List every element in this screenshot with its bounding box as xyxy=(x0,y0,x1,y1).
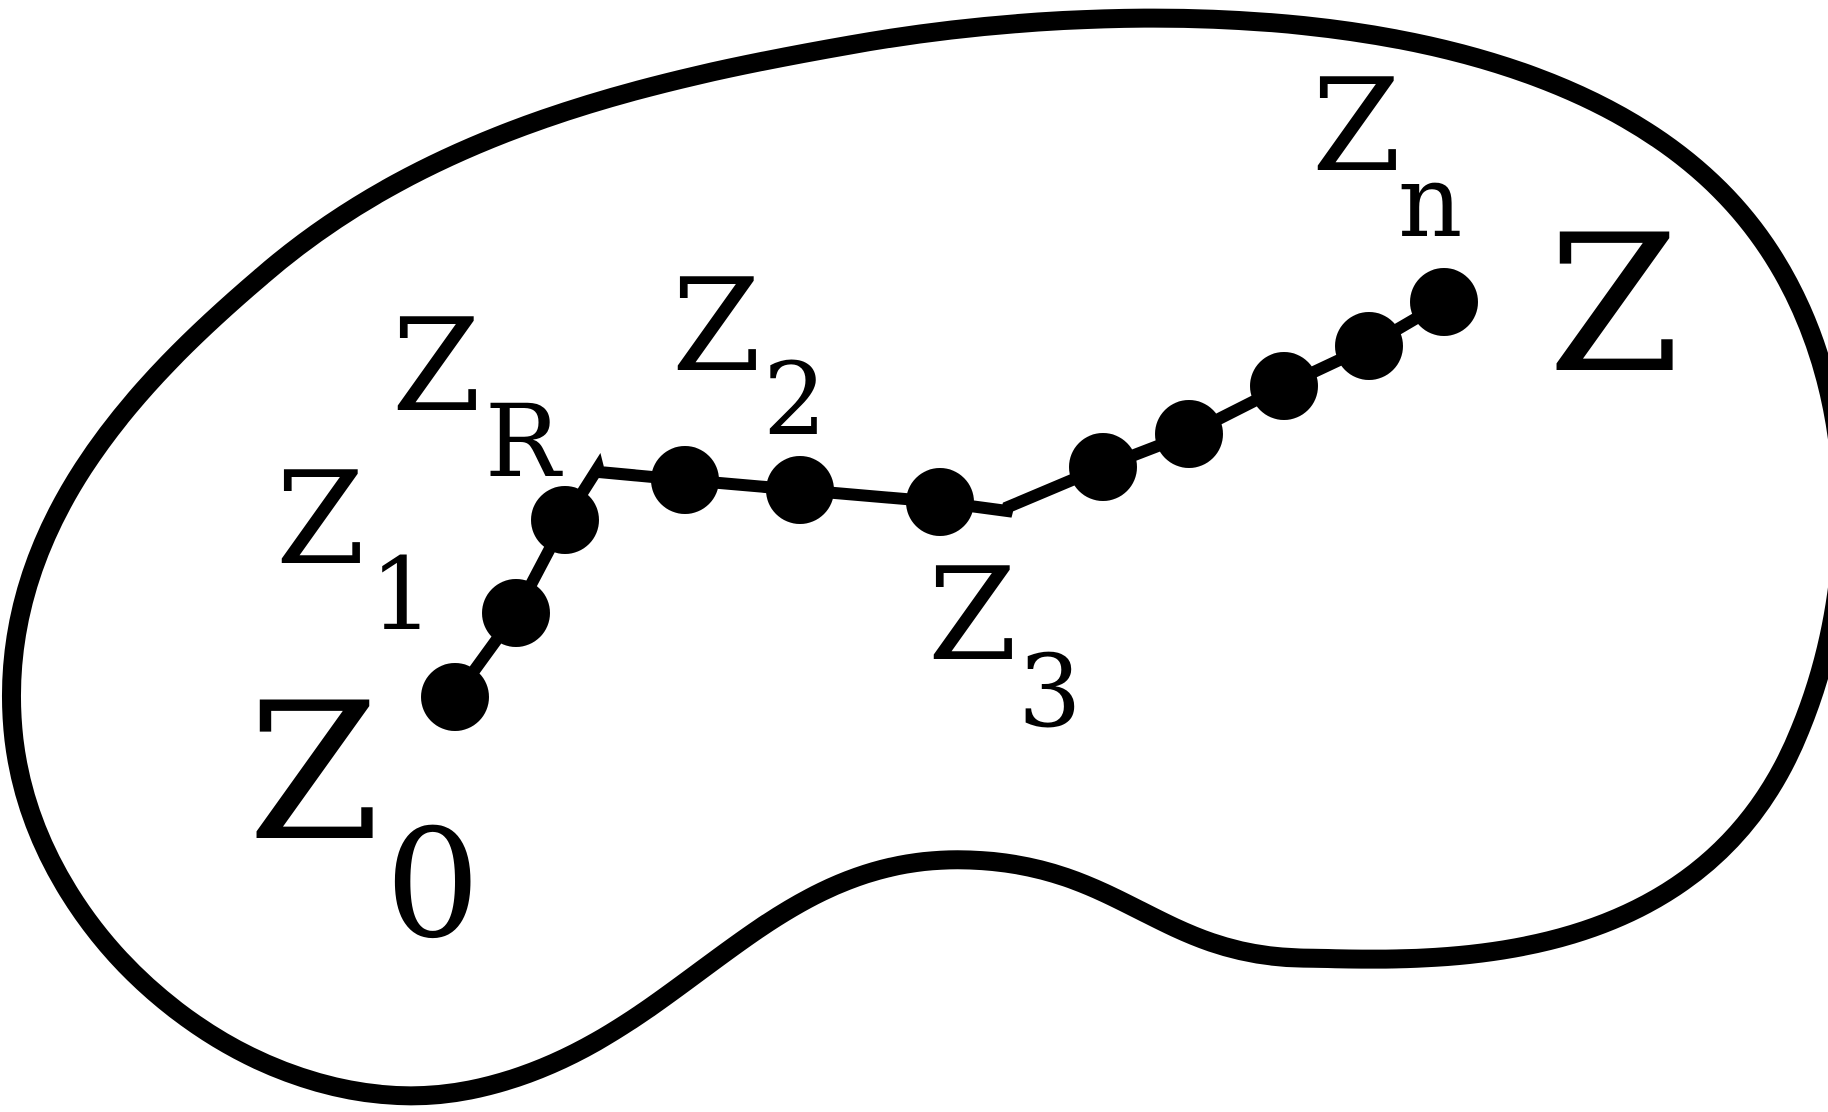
region-label: Z xyxy=(1548,194,1680,415)
label-z1: Z 1 xyxy=(276,445,434,653)
region-boundary xyxy=(1,8,1828,1106)
label-z1-sub: 1 xyxy=(370,536,434,653)
point-z3 xyxy=(1069,433,1137,501)
point xyxy=(1335,312,1403,380)
label-z2-base: Z xyxy=(672,252,761,401)
point xyxy=(482,579,550,647)
label-z1-base: Z xyxy=(276,445,365,594)
label-zr-base: Z xyxy=(392,292,481,441)
trajectory-points xyxy=(421,268,1478,731)
label-zr: Z R xyxy=(392,292,563,500)
label-z3: Z 3 xyxy=(928,541,1082,750)
label-z0-base: Z xyxy=(248,662,380,883)
point xyxy=(1155,400,1223,468)
label-z0-sub: 0 xyxy=(385,798,480,972)
point xyxy=(1250,352,1318,420)
label-zn: Z n xyxy=(1312,52,1462,260)
label-z2: Z 2 xyxy=(672,252,827,458)
label-z3-sub: 3 xyxy=(1018,633,1082,750)
label-zn-sub: n xyxy=(1398,143,1462,260)
point-z2 xyxy=(766,456,834,524)
label-z0: Z 0 xyxy=(248,662,480,972)
point-zn xyxy=(1410,268,1478,336)
point xyxy=(651,446,719,514)
label-z3-base: Z xyxy=(928,541,1017,690)
point xyxy=(906,468,974,536)
label-zr-sub: R xyxy=(485,383,563,500)
label-zn-base: Z xyxy=(1312,52,1401,201)
label-z2-sub: 2 xyxy=(763,341,827,458)
point-z0 xyxy=(421,663,489,731)
point-z1 xyxy=(531,486,599,554)
